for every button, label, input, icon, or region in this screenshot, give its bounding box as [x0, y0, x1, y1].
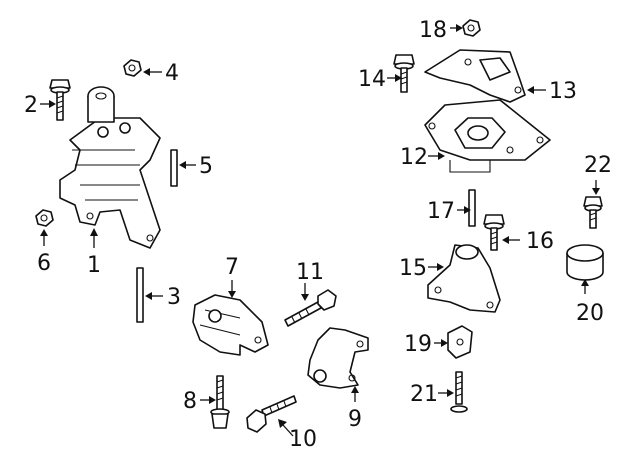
part-12-mount-plate — [424, 99, 551, 173]
part-19-bushing — [447, 325, 473, 359]
part-10-bolt — [246, 395, 297, 433]
callout-1: 1 — [87, 253, 101, 278]
part-20-round-bushing — [566, 244, 604, 281]
callout-16: 16 — [526, 229, 554, 254]
part-22-bolt — [583, 196, 603, 229]
callout-8: 8 — [183, 389, 197, 414]
callout-2: 2 — [24, 93, 38, 118]
callout-20: 20 — [576, 301, 604, 326]
callout-3: 3 — [167, 285, 181, 310]
part-7-bracket — [192, 294, 269, 356]
part-16-bolt — [483, 214, 505, 251]
part-17-pin — [468, 189, 476, 227]
callout-12: 12 — [400, 145, 428, 170]
part-14-bolt — [393, 54, 415, 93]
part-9-bracket — [307, 327, 369, 389]
callout-21: 21 — [410, 382, 438, 407]
part-11-bolt — [284, 289, 337, 327]
callout-4: 4 — [165, 61, 179, 86]
callout-13: 13 — [549, 79, 577, 104]
part-5-pin — [170, 149, 178, 187]
part-21-bolt — [450, 371, 468, 413]
part-3-stud — [136, 267, 144, 323]
callout-14: 14 — [358, 67, 386, 92]
part-4-nut — [123, 59, 142, 77]
callout-labels: 1 2 3 4 5 6 7 8 9 10 11 12 13 14 15 16 1… — [24, 18, 612, 452]
callout-15: 15 — [399, 256, 427, 281]
callout-9: 9 — [348, 407, 362, 432]
part-2-bolt — [49, 79, 71, 121]
callout-11: 11 — [296, 260, 324, 285]
part-8-bolt — [210, 375, 230, 429]
leader-lines — [40, 24, 600, 437]
part-15-mount — [427, 244, 501, 313]
callout-17: 17 — [427, 199, 455, 224]
part-13-upper-bracket — [424, 49, 526, 103]
callout-7: 7 — [225, 255, 239, 280]
part-6-nut — [35, 209, 54, 227]
callout-22: 22 — [584, 153, 612, 178]
callout-19: 19 — [404, 332, 432, 357]
part-18-nut — [462, 19, 481, 37]
callout-10: 10 — [289, 427, 317, 452]
callout-18: 18 — [419, 18, 447, 43]
callout-5: 5 — [199, 154, 213, 179]
part-1-engine-mount — [59, 86, 161, 249]
callout-6: 6 — [37, 251, 51, 276]
